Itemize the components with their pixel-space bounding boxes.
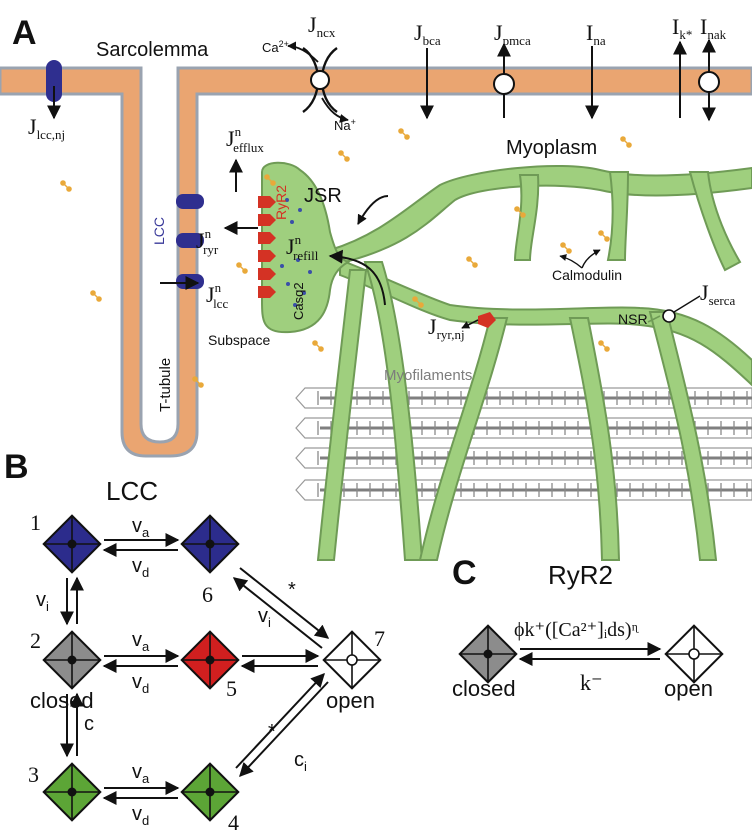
lcc-label: LCC (151, 217, 167, 245)
calmodulin-molecule (90, 290, 102, 302)
calmodulin-molecule (412, 296, 424, 308)
state-2 (42, 630, 102, 690)
panel-label-c: C (452, 554, 477, 592)
i-nak-label: Inak (700, 14, 727, 42)
state-label-4: 4 (228, 810, 239, 835)
calmodulin-molecule (398, 128, 410, 140)
calmodulin-molecule (598, 340, 610, 352)
serca-pointer (673, 295, 701, 313)
jsr-label: JSR (304, 185, 342, 207)
i-k-label: Ik* (672, 14, 692, 42)
rate-vd-3: vd (132, 803, 149, 828)
calmodulin-molecule (466, 256, 478, 268)
rate-star-upper: * (288, 579, 296, 601)
ryr2-transition-arrows (518, 642, 662, 666)
panel-label-a: A (12, 14, 37, 52)
sarcolemma-membrane (0, 66, 752, 458)
state-label-3: 3 (28, 762, 39, 787)
j-ncx-label: Jncx (308, 12, 336, 40)
state-4 (180, 762, 240, 822)
state-label-1: 1 (30, 510, 41, 535)
ryr2-open-state (664, 624, 724, 684)
calmodulin-molecule (60, 180, 72, 192)
closed-label: closed (30, 688, 94, 713)
state-6 (180, 514, 240, 574)
calmodulin-molecule (264, 174, 276, 186)
lcc-channels (46, 60, 204, 289)
panel-b: B LCC (4, 448, 385, 835)
jsr (261, 161, 351, 334)
state-label-5: 5 (226, 676, 237, 701)
calmodulin-molecule (312, 340, 324, 352)
rate-star-lower: * (268, 721, 276, 743)
state-1 (42, 514, 102, 574)
calmodulin-molecule (338, 150, 350, 162)
rate-vd-1: vd (132, 555, 149, 580)
sarcolemma-label: Sarcolemma (96, 39, 209, 61)
rate-ci: ci (294, 749, 307, 774)
t-tubule-lumen (139, 66, 180, 444)
i-na-label: Ina (586, 20, 606, 48)
calmodulin-molecule (236, 262, 248, 274)
calmodulin-molecule (620, 136, 632, 148)
rate-vi-diag: vi (258, 605, 271, 630)
j-ryr-nj-label: Jryr,nj (428, 314, 465, 342)
j-pmca-label: Jpmca (494, 20, 531, 48)
panel-a: A Sarcolemma Myoplasm JSR RyR2 Casq2 LCC… (0, 12, 752, 561)
calmodulin-molecules (60, 128, 632, 388)
t-tubule-label: T-tubule (157, 358, 174, 412)
ryr2-rate-backward: k⁻ (580, 670, 603, 695)
state-label-2: 2 (30, 628, 41, 653)
ryr-nj-channel (478, 312, 496, 328)
state-label-6: 6 (202, 582, 213, 607)
calmodulin-molecule (560, 242, 572, 254)
rate-vi-left: vi (36, 589, 49, 614)
internal-flux-arrows (160, 158, 661, 329)
state-label-7: 7 (374, 626, 385, 651)
myoplasm-label: Myoplasm (506, 137, 597, 159)
rate-c: c (84, 713, 94, 735)
state-7 (322, 630, 382, 690)
panel-label-b: B (4, 448, 29, 486)
nsr-label: NSR (618, 311, 648, 327)
calmodulin-label: Calmodulin (552, 267, 622, 283)
calmodulin-molecule (598, 230, 610, 242)
ryr2-channels (258, 196, 276, 298)
subspace-label: Subspace (208, 332, 270, 348)
casq2-dots (280, 198, 312, 307)
panel-c: C RyR2 ϕk⁺([Ca²⁺]ᵢds)ᶯ k⁻ closed open (452, 554, 724, 701)
sr-network (316, 165, 752, 561)
lcc-transition-arrows (60, 533, 330, 805)
na-ion-label: Na+ (334, 117, 356, 133)
ca-ion-label: Ca2+ (262, 39, 289, 55)
membrane-transporters (47, 38, 720, 123)
open-label: open (326, 688, 375, 713)
ryr2-label: RyR2 (273, 185, 289, 220)
state-5 (180, 630, 240, 690)
j-bca-label: Jbca (414, 20, 441, 48)
ryr2-closed-label: closed (452, 676, 516, 701)
myofilaments-label: Myofilaments (384, 367, 472, 384)
j-lcc-nj-label: Jlcc,nj (28, 114, 65, 142)
ryr2-closed-state (458, 624, 518, 684)
serca-pump (662, 309, 676, 323)
ryr2-diagram-title: RyR2 (548, 560, 613, 590)
ryr2-rate-forward: ϕk⁺([Ca²⁺]ᵢds)ᶯ (514, 619, 640, 641)
j-serca-label: Jserca (700, 280, 735, 308)
state-3 (42, 762, 102, 822)
rate-va-1: va (132, 515, 150, 540)
calmodulin-molecule (514, 206, 526, 218)
rate-va-2: va (132, 629, 150, 654)
ryr2-open-label: open (664, 676, 713, 701)
calmodulin-molecule (192, 376, 204, 388)
rate-vd-2: vd (132, 671, 149, 696)
casq2-label: Casq2 (291, 282, 306, 320)
lcc-diagram-title: LCC (106, 476, 158, 506)
rate-va-3: va (132, 761, 150, 786)
